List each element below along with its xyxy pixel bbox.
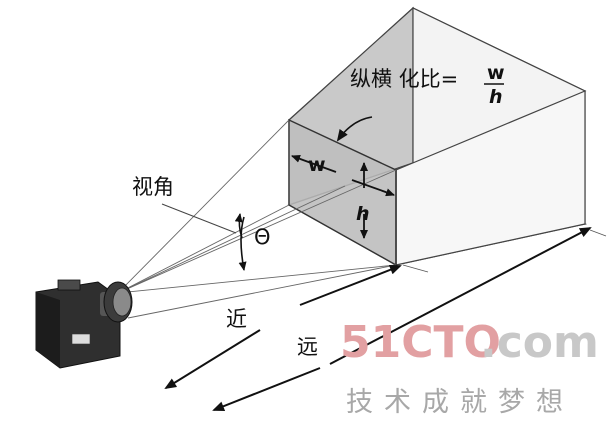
aspect-ratio-pointer bbox=[336, 116, 373, 142]
watermark-tagline: 技术成就梦想 bbox=[346, 387, 574, 418]
camera-side bbox=[36, 292, 60, 368]
height-label: h bbox=[356, 203, 370, 225]
watermark: 51CTO .com 技术成就梦想 bbox=[340, 317, 599, 418]
aspect-ratio-denominator: h bbox=[489, 86, 503, 108]
aspect-ratio-numerator: w bbox=[487, 62, 505, 84]
camera-label-plate bbox=[71, 333, 91, 345]
theta-angle-marker bbox=[234, 213, 247, 271]
far-distance-arrow bbox=[212, 227, 592, 411]
camera-lens-front bbox=[112, 287, 132, 317]
watermark-brand-red: 51CTO bbox=[340, 317, 501, 368]
diagram-labels: 纵横 化比= w h 视角 Θ w h 近 远 bbox=[132, 62, 505, 359]
far-label: 远 bbox=[297, 335, 318, 359]
camera bbox=[35, 279, 133, 369]
view-angle-leader bbox=[161, 203, 237, 234]
view-angle-label: 视角 bbox=[132, 175, 174, 199]
near-label: 近 bbox=[226, 307, 247, 331]
width-arrow bbox=[291, 154, 395, 197]
aspect-ratio-label: 纵横 化比= bbox=[350, 67, 458, 91]
width-label: w bbox=[308, 154, 326, 176]
view-rays bbox=[117, 119, 397, 319]
camera-top-dial bbox=[57, 279, 81, 291]
watermark-brand-gray: .com bbox=[480, 317, 599, 368]
frustum bbox=[287, 6, 588, 267]
theta-label: Θ bbox=[254, 225, 271, 249]
near-distance-arrow bbox=[164, 264, 402, 390]
